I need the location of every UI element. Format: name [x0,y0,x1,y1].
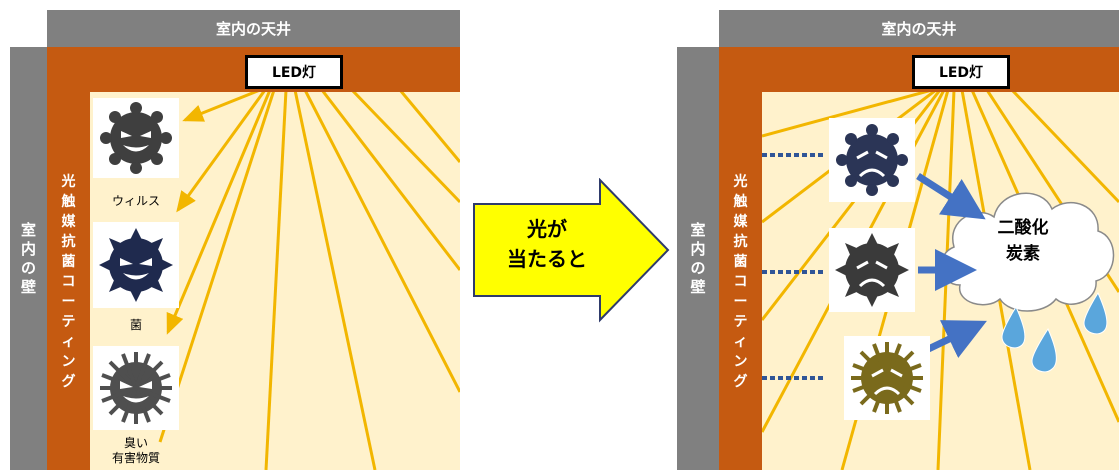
wall-char: 内 [690,239,706,258]
coating-char: テ [61,314,76,330]
coating-char: ン [733,354,748,370]
sad-odor-icon [851,342,923,414]
coating-char: ー [61,294,76,310]
caption-line: 菌 [129,318,142,332]
coating-char: 触 [61,194,76,210]
coating-char: 光 [733,174,748,190]
light-ray [321,92,460,271]
germ-bacteria-sad [829,228,915,312]
reaction-arrow [916,173,986,220]
arrow-label: 光が 当たると [472,214,622,274]
coating-char: 光 [61,174,76,190]
wall-char: の [690,258,706,277]
led-label: LED灯 [938,65,984,81]
coating-char: ン [61,354,76,370]
led-label: LED灯 [271,65,317,81]
germ-virus [93,98,179,178]
odor-icon [100,352,172,424]
odor-caption: 臭い 有害物質 [93,436,179,466]
coating-char: ィ [733,334,748,350]
virus-caption: ウィルス [93,194,179,209]
sad-bacteria-icon [835,233,909,307]
water-drop-icon [1001,305,1026,349]
light-ray [176,92,266,213]
coating-char: 媒 [61,214,76,230]
coating-char: ー [733,294,748,310]
germ-virus-sad [829,118,915,202]
coating-char: コ [61,274,76,290]
co2-cloud: 二酸化 炭素 [930,175,1119,375]
water-drop-icon [1031,327,1057,373]
light-ray [166,92,271,335]
wall-bar: 室 内 の 壁 [677,47,719,470]
germ-bacteria [93,222,179,308]
light-ray [399,92,460,163]
wall-char: 壁 [20,277,36,296]
cloud-label-line: 炭素 [1006,244,1040,264]
sad-virus-icon [836,124,908,196]
light-ray [293,92,377,470]
caption-line: ウィルス [111,194,160,208]
before-panel: 室内の天井 室 内 の 壁 光 触 媒 抗 菌 コ ー テ ィ ン グ [0,0,470,470]
coating-char: グ [61,374,76,390]
coating-char: グ [733,374,748,390]
coating-char: 抗 [733,234,748,250]
ceiling-label: 室内の天井 [881,20,957,38]
water-drop-icon [1083,291,1108,335]
wall-bar: 室 内 の 壁 [10,47,47,470]
led-light: LED灯 [912,55,1010,89]
wall-coating: 光 触 媒 抗 菌 コ ー テ ィ ン グ [719,92,762,470]
ceiling-bar: 室内の天井 [47,10,460,47]
germ-odor [93,346,179,430]
germ-odor-sad [844,336,930,420]
ceiling-label: 室内の天井 [215,20,291,38]
cloud-label-line: 二酸化 [997,218,1049,238]
after-panel: 室内の天井 室 内 の 壁 光 触 媒 抗 菌 コ ー テ ィ ン グ [672,0,1119,470]
right-arrow-icon [473,178,670,323]
cloud-icon [940,192,1115,373]
ceiling-bar: 室内の天井 [719,10,1119,47]
light-ray [182,92,260,122]
coating-char: コ [733,274,748,290]
caption-line: 臭い [123,436,148,450]
coating-char: ィ [61,334,76,350]
virus-icon [100,102,172,174]
light-ray [762,92,931,138]
caption-line: 有害物質 [111,451,160,465]
light-ray [158,92,275,443]
led-light: LED灯 [245,55,343,89]
coating-char: 触 [733,194,748,210]
bacteria-icon [99,228,173,302]
arrow-label-line: 当たると [507,247,587,271]
wall-char: 室 [690,220,706,239]
coating-char: 抗 [61,234,76,250]
coating-char: 媒 [733,214,748,230]
wall-coating: 光 触 媒 抗 菌 コ ー テ ィ ン グ [47,92,90,470]
coating-char: 菌 [733,254,748,270]
arrow-label-line: 光が [527,217,567,241]
light-ray [351,92,460,204]
cloud-label: 二酸化 炭素 [968,215,1078,267]
wall-char: 壁 [690,277,706,296]
wall-char: 内 [20,239,36,258]
light-ray [304,92,460,393]
light-ray [264,92,288,470]
light-ray [1011,92,1119,204]
transition-arrow: 光が 当たると [472,178,672,323]
wall-char: の [20,258,36,277]
coating-char: 菌 [61,254,76,270]
bacteria-caption: 菌 [93,318,179,333]
light-rays [158,92,460,470]
wall-char: 室 [20,220,36,239]
coating-char: テ [733,314,748,330]
